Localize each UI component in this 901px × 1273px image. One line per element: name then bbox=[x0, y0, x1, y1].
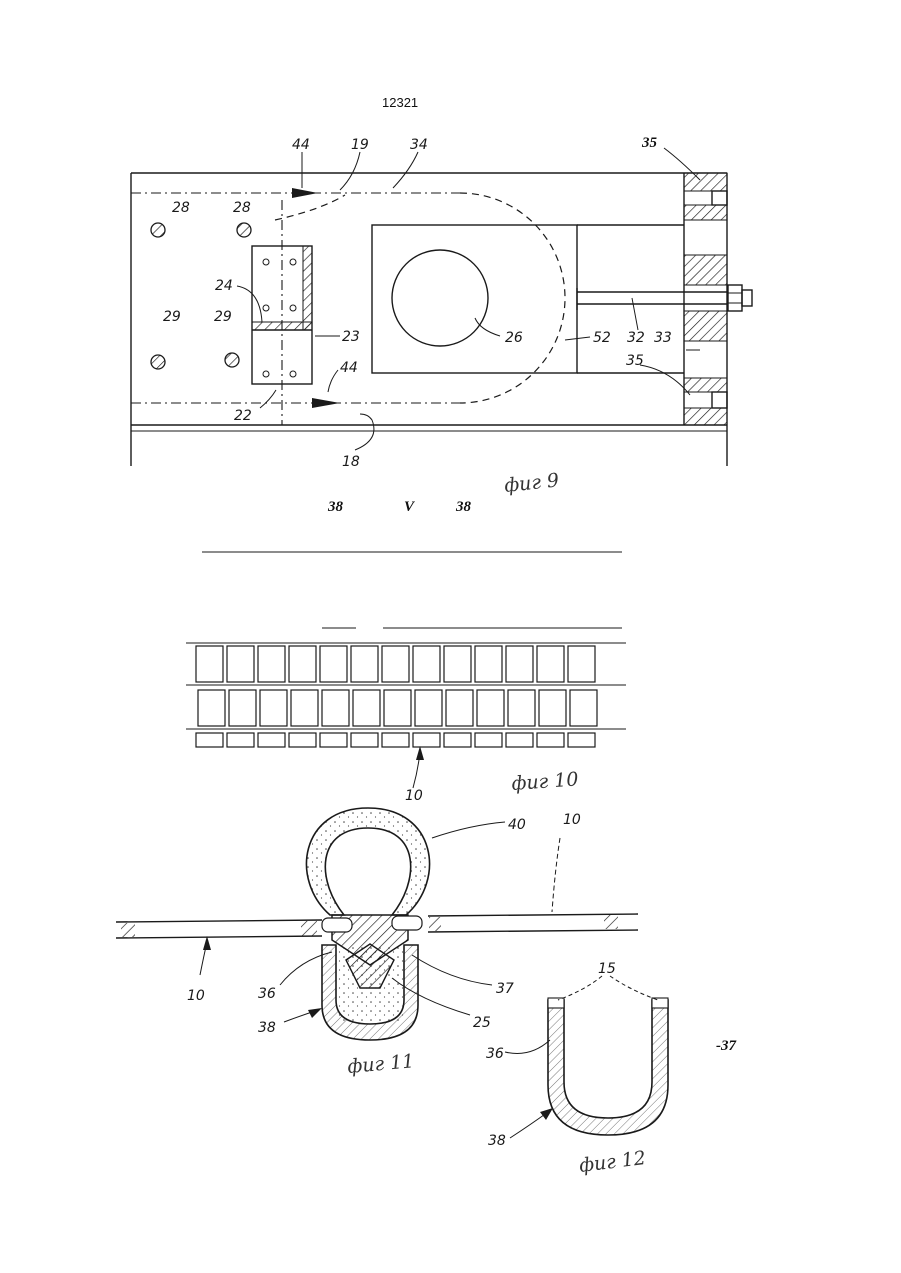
mesh-cell bbox=[351, 733, 378, 747]
figure-12-caption: фиг 12 bbox=[578, 1147, 647, 1177]
label-32: 32 bbox=[627, 330, 645, 346]
mesh-cell bbox=[568, 646, 595, 682]
mesh-cell bbox=[444, 733, 471, 747]
label-24: 24 bbox=[215, 278, 233, 294]
label-25: 25 bbox=[473, 1015, 491, 1031]
mesh-cell bbox=[196, 646, 223, 682]
label-10-fig10: 10 bbox=[405, 788, 423, 804]
label-19: 19 bbox=[351, 137, 369, 153]
label-52: 52 bbox=[593, 330, 611, 346]
figure-10-caption: фиг 10 bbox=[511, 768, 579, 795]
mesh-cell bbox=[382, 646, 409, 682]
mesh-cell bbox=[506, 646, 533, 682]
mesh-cell bbox=[258, 646, 285, 682]
label-10-left: 10 bbox=[187, 988, 205, 1004]
mesh-cell bbox=[475, 733, 502, 747]
note-v: V bbox=[404, 499, 416, 515]
figure-11-caption: фиг 11 bbox=[347, 1050, 416, 1078]
label-44-bottom: 44 bbox=[340, 360, 358, 376]
mesh-cell bbox=[196, 733, 223, 747]
mesh-cell bbox=[289, 733, 316, 747]
mesh-cell bbox=[258, 733, 285, 747]
mesh-cell bbox=[351, 646, 378, 682]
label-38-fig11: 38 bbox=[258, 1020, 276, 1036]
mesh-cell bbox=[477, 690, 504, 726]
label-36-fig11: 36 bbox=[258, 986, 276, 1002]
figure-9: 44 19 34 35 28 28 24 29 29 23 26 52 32 3… bbox=[131, 135, 752, 497]
mesh-cell bbox=[446, 690, 473, 726]
mesh-cell bbox=[537, 733, 564, 747]
mesh-cell bbox=[537, 646, 564, 682]
note-38-right: 38 bbox=[455, 499, 472, 515]
mesh-cell bbox=[260, 690, 287, 726]
mesh-cell bbox=[415, 690, 442, 726]
label-26: 26 bbox=[505, 330, 523, 346]
mesh-grid bbox=[186, 643, 626, 747]
mesh-cell bbox=[289, 646, 316, 682]
mesh-cell bbox=[508, 690, 535, 726]
label-40: 40 bbox=[508, 817, 526, 833]
label-15: 15 bbox=[598, 961, 616, 977]
label-29-right: 29 bbox=[214, 309, 232, 325]
label-22: 22 bbox=[234, 408, 252, 424]
label-36-fig12: 36 bbox=[486, 1046, 504, 1062]
figure-10: 10 фиг 10 bbox=[186, 643, 626, 804]
label-23: 23 bbox=[342, 329, 360, 345]
figure-9-caption: фиг 9 bbox=[503, 469, 560, 497]
mesh-cell bbox=[353, 690, 380, 726]
label-29-left: 29 bbox=[163, 309, 181, 325]
label-38-fig12: 38 bbox=[488, 1133, 506, 1149]
mesh-cell bbox=[568, 733, 595, 747]
label-35-bottom: 35 bbox=[626, 353, 644, 369]
label-18: 18 bbox=[342, 454, 360, 470]
mesh-cell bbox=[320, 646, 347, 682]
mesh-cell bbox=[227, 733, 254, 747]
mesh-cell bbox=[475, 646, 502, 682]
label-35-top: 35 bbox=[641, 135, 658, 151]
note-38-left: 38 bbox=[327, 499, 344, 515]
mesh-cell bbox=[198, 690, 225, 726]
label-37-fig11: 37 bbox=[496, 981, 514, 997]
figure-12: 15 36 38 -37 фиг 12 bbox=[486, 961, 736, 1177]
mesh-cell bbox=[227, 646, 254, 682]
mesh-cell bbox=[291, 690, 318, 726]
label-44-top: 44 bbox=[292, 137, 310, 153]
label-28-left: 28 bbox=[172, 200, 190, 216]
mesh-cell bbox=[229, 690, 256, 726]
mesh-cell bbox=[413, 646, 440, 682]
label-33: 33 bbox=[654, 330, 672, 346]
mesh-cell bbox=[506, 733, 533, 747]
mesh-cell bbox=[384, 690, 411, 726]
label-28-right: 28 bbox=[233, 200, 251, 216]
label-10-right: 10 bbox=[563, 812, 581, 828]
mesh-cell bbox=[320, 733, 347, 747]
mesh-cell bbox=[539, 690, 566, 726]
mesh-cell bbox=[322, 690, 349, 726]
mesh-cell bbox=[382, 733, 409, 747]
mesh-cell bbox=[444, 646, 471, 682]
mesh-cell bbox=[570, 690, 597, 726]
label-34: 34 bbox=[410, 137, 428, 153]
label-37-fig12: -37 bbox=[716, 1038, 736, 1054]
mesh-cell bbox=[413, 733, 440, 747]
page-number: 12321 bbox=[382, 95, 418, 110]
